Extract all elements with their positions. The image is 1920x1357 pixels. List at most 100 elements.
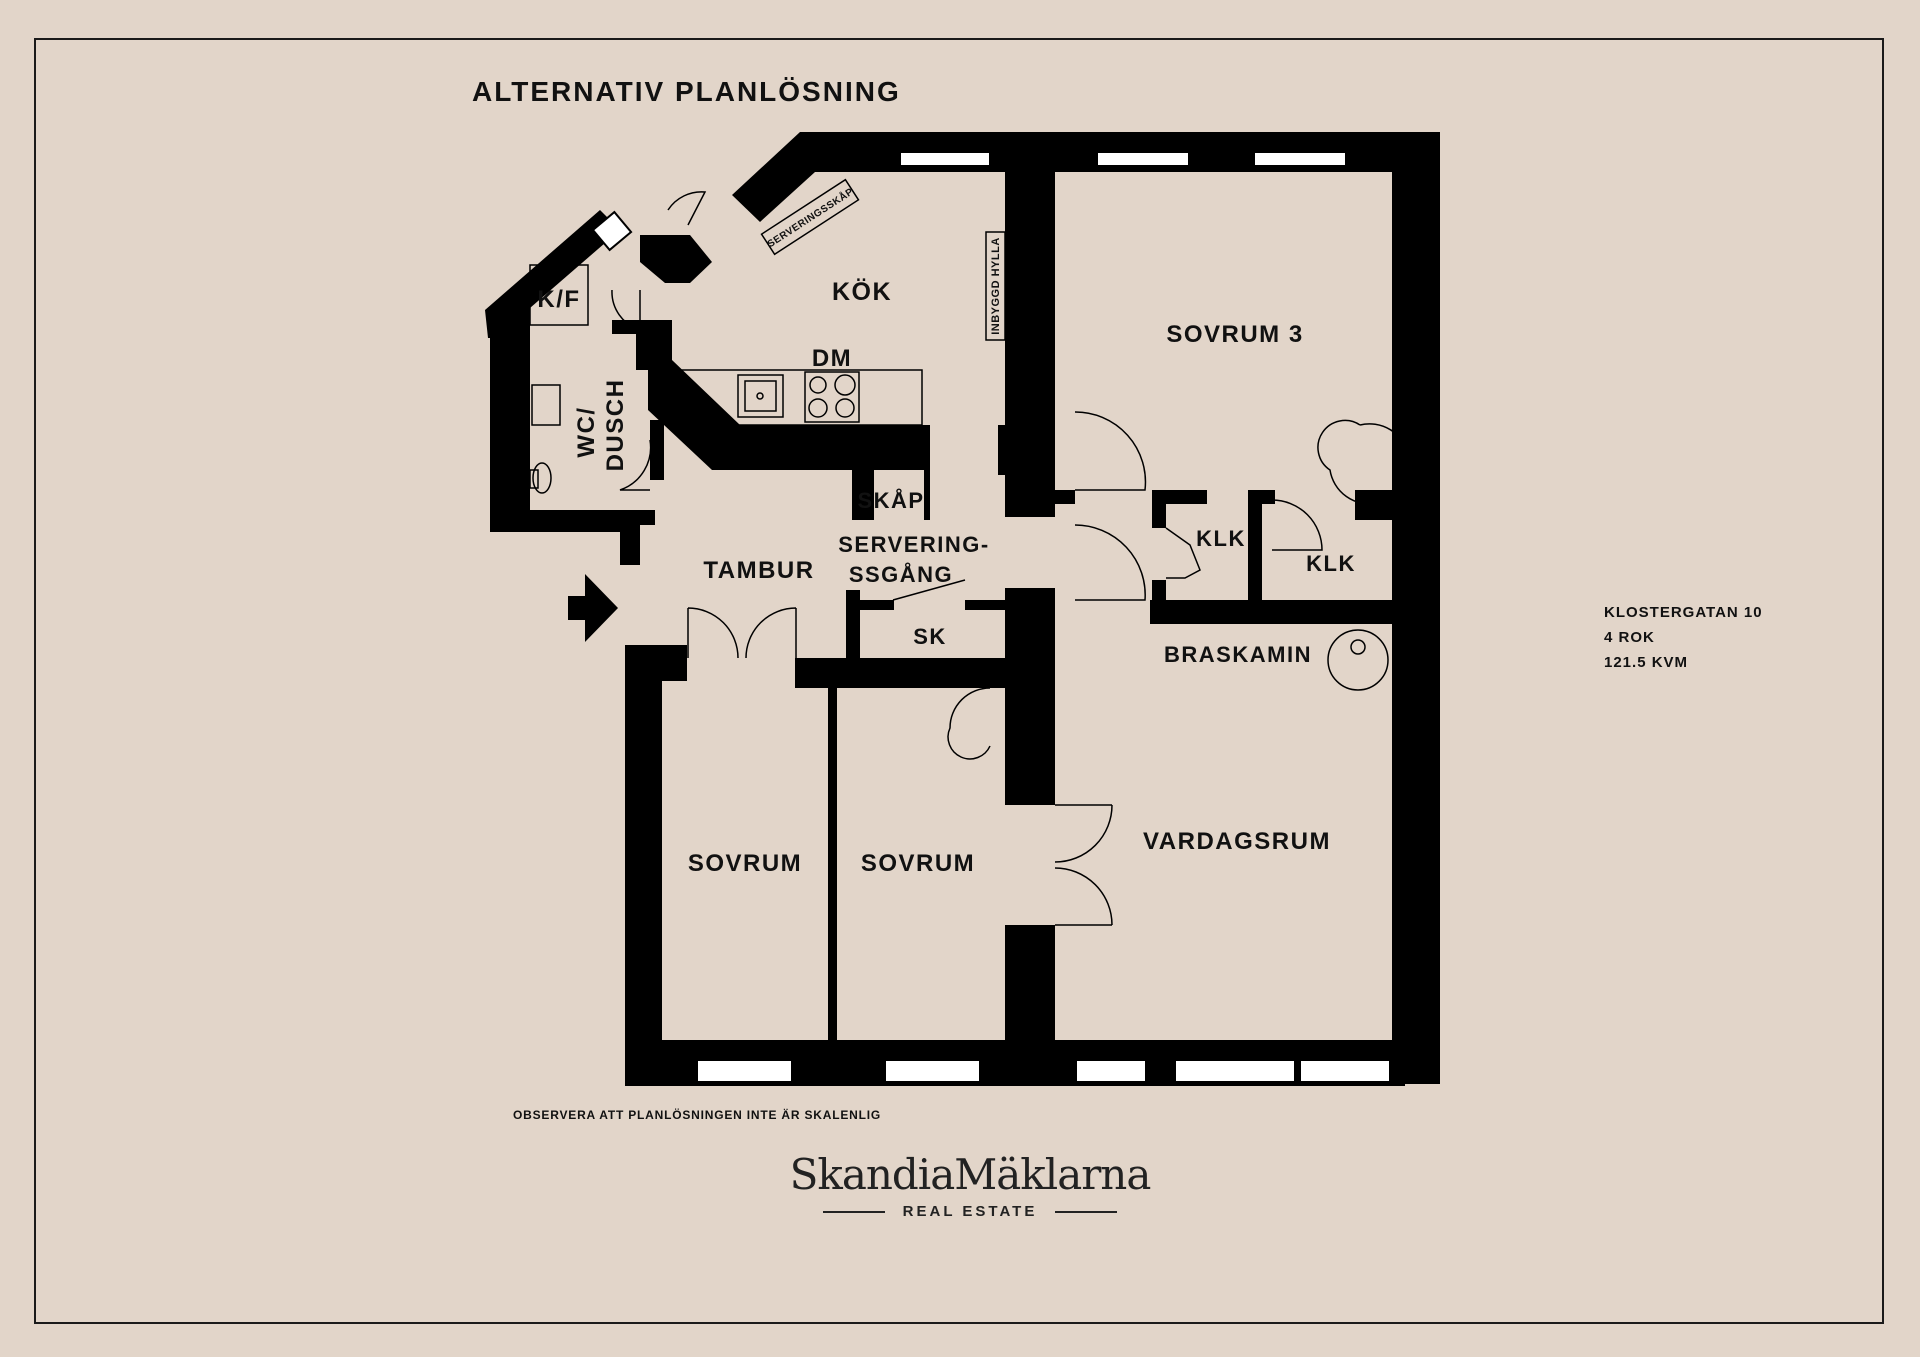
poster-frame [34,38,1884,1324]
wall-bath-right [650,420,664,480]
label-serveringsgang-1: SERVERING- [838,532,990,557]
doors [611,191,1411,926]
scale-note: OBSERVERA ATT PLANLÖSNINGEN INTE ÄR SKAL… [513,1108,882,1122]
wall-sk-top2 [965,600,1005,610]
label-sovrum-a: SOVRUM [688,850,802,877]
page-title: ALTERNATIV PLANLÖSNING [472,76,901,107]
wall-left-lower [625,645,662,1085]
label-sk: SK [913,624,947,649]
wall-klk-bottom [1150,600,1398,624]
brand-logo-sub: REAL ESTATE [770,1203,1170,1220]
wall-klk-mid [1248,490,1262,605]
wall-sovrum-divider [828,686,837,1041]
label-kf: K/F [537,286,580,313]
brand-logo-name: SkandiaMäklarna [789,1150,1152,1199]
wall-bath-bottom [490,510,655,565]
label-vardagsrum: VARDAGSRUM [1143,828,1331,855]
window-bottom-2 [884,1059,981,1083]
walls [485,132,1440,1086]
window-bottom-5 [1299,1059,1391,1083]
door-kf [611,289,641,332]
label-braskamin: BRASKAMIN [1164,642,1312,667]
window-bottom-4 [1174,1059,1296,1083]
braskamin-flue [1350,639,1366,655]
window-top-1 [899,151,991,167]
label-dusch: DUSCH [602,379,629,472]
door-kitchen-top [667,191,707,226]
wall-kitchen-sovrum3-jog [998,425,1010,475]
stove [804,371,860,423]
serveringsskap-box [760,178,860,256]
sink-basin [744,380,777,412]
braskamin-stove [1327,629,1389,691]
wall-klk-left [1152,490,1166,528]
property-area: 121.5 KVM [1604,654,1689,671]
fixtures [529,178,1389,691]
window-top-3 [1253,151,1347,167]
door-klk2 [1271,499,1323,551]
sink-drain [756,392,764,400]
door-sovrum-b [947,687,991,760]
label-klk-1: KLK [1196,526,1246,551]
door-sovrum3-wardrobe [1317,419,1411,505]
door-klk1 [1165,527,1201,579]
windows [591,151,1391,1083]
stove-burner-2 [834,374,856,396]
entrance-arrow-icon [568,574,618,642]
brand-logo-tagline: REAL ESTATE [902,1203,1038,1220]
label-sovrum-b: SOVRUM [861,850,975,877]
kf-box [529,264,589,326]
label-wc: WC/ [573,406,600,457]
stove-burner-4 [835,398,855,418]
wall-skap-left [852,470,874,520]
wall-bath-left [490,330,530,530]
window-kf [591,210,633,252]
wall-klk-left-lower [1152,580,1166,620]
bath-toilet [532,462,552,494]
window-bottom-1 [696,1059,793,1083]
door-sovrum3 [1074,411,1147,491]
property-rooms: 4 ROK [1604,629,1655,646]
sink [737,374,784,418]
label-kok: KÖK [832,277,892,306]
wall-sk-top [846,600,894,610]
kitchen-counter [671,369,923,426]
property-address: KLOSTERGATAN 10 [1604,604,1763,621]
label-dm: DM [812,345,852,372]
wall-klk-top3 [1355,490,1395,520]
wall-right [1392,132,1440,1084]
wall-diagonal-top [732,132,880,222]
wall-sovrum-vardagsrum-upper [1005,610,1055,805]
logo-rule-right [1055,1210,1118,1213]
door-double-vardagsrum [1054,804,1113,926]
wall-sovrum3-door-stub [1040,490,1075,504]
label-klk-2: KLK [1306,551,1356,576]
wall-kf-diagonal [485,210,620,338]
window-bottom-3 [1075,1059,1147,1083]
room-labels: KÖK DM K/F WC/ DUSCH SERVERINGSSKÅP INBY… [537,185,1356,877]
logo-rule-left [822,1210,885,1213]
label-sovrum3: SOVRUM 3 [1166,321,1303,348]
brand-logo: SkandiaMäklarna REAL ESTATE [770,1150,1170,1220]
wall-left-stub [625,645,687,681]
inbyggd-hylla-box [985,231,1006,341]
label-serveringsgang-2: SSGÅNG [849,561,953,587]
window-top-2 [1096,151,1190,167]
wall-kitchen-sovrum3 [1005,172,1055,517]
wall-kitchen-counter [648,360,930,470]
stove-burner-3 [808,398,828,418]
stove-burner-1 [809,376,827,394]
wall-skap-right [924,470,930,520]
door-tambur-double [687,607,797,659]
bath-toilet-tank [529,469,539,489]
bath-sink [531,384,561,426]
label-inbyggd-hylla: INBYGGD HYLLA [990,237,1002,335]
label-tambur: TAMBUR [703,557,814,584]
door-wc [619,439,652,491]
wall-chimney [640,235,712,283]
door-vardagsrum [1074,524,1146,601]
door-sk [892,579,966,601]
property-info: KLOSTERGATAN 10 4 ROK 121.5 KVM [1604,600,1763,675]
wall-sovrum-vardagsrum-lower [1005,925,1055,1045]
